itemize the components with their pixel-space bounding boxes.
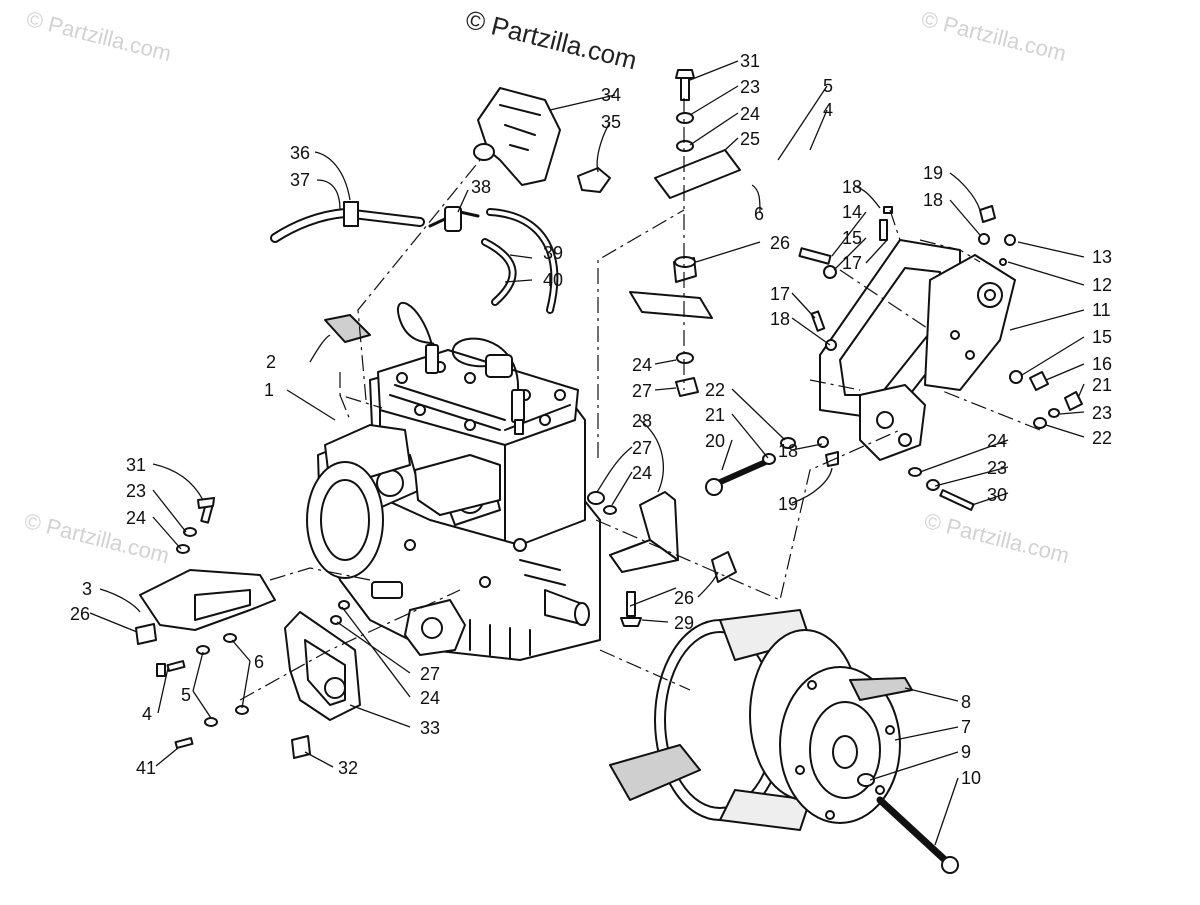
callout-19-lower: 19 [778,494,799,514]
callout-24: 24 [740,104,761,124]
reference-lines [239,98,1041,701]
callout-26: 26 [770,233,791,253]
callout-12: 12 [1092,275,1113,295]
callout-5-left: 5 [181,685,192,705]
callout-4: 4 [823,100,834,120]
hoses [270,201,559,314]
callout-15-right: 15 [1092,327,1113,347]
callout-17: 17 [842,253,863,273]
right-mount-plates [705,205,1083,511]
callout-5: 5 [823,76,834,96]
left-mounts [135,497,361,759]
callout-24-mid-lower: 24 [632,463,653,483]
callout-22: 22 [705,380,726,400]
callout-18-left: 18 [770,309,791,329]
callout-23-left: 23 [126,481,147,501]
callout-8: 8 [961,692,972,712]
callout-17-left: 17 [770,284,791,304]
callout-31-left: 31 [126,455,147,475]
callout-4-left: 4 [142,704,153,724]
callout-27: 27 [632,381,653,401]
callout-41: 41 [136,758,157,778]
mid-bracket [587,491,737,627]
exhaust-bracket [473,87,611,193]
callout-33: 33 [420,718,441,738]
leader-lines [89,60,1085,846]
callout-23-lower: 23 [987,458,1008,478]
callout-14: 14 [842,202,863,222]
callout-11: 11 [1092,300,1111,320]
top-center-mount [629,69,741,397]
callout-6-left: 6 [254,652,265,672]
callout-21: 21 [705,405,726,425]
callout-1: 1 [264,380,275,400]
callout-23-right: 23 [1092,403,1113,423]
callout-21-right: 21 [1092,375,1113,395]
callout-39: 39 [543,243,564,263]
callout-16: 16 [1092,354,1113,374]
callout-38: 38 [471,177,492,197]
callout-6: 6 [754,204,765,224]
callout-7: 7 [961,717,972,737]
callout-27-bottom: 27 [420,664,441,684]
callout-19: 19 [923,163,944,183]
callout-34: 34 [601,85,622,105]
callout-28: 28 [632,411,653,431]
callout-22-right: 22 [1092,428,1113,448]
callout-24-right: 24 [987,431,1008,451]
callout-24-left: 24 [126,508,147,528]
callout-9: 9 [961,742,972,762]
callout-2: 2 [266,352,277,372]
callout-31: 31 [740,51,761,71]
callout-18-lower: 18 [778,441,799,461]
callout-29: 29 [674,613,695,633]
callout-24-mid: 24 [632,355,653,375]
callout-15: 15 [842,228,863,248]
callout-27-mid: 27 [632,438,653,458]
callout-3: 3 [82,579,93,599]
engine-assembly [306,301,601,661]
callout-18-right: 18 [923,190,944,210]
callout-10: 10 [961,768,982,788]
callout-37: 37 [290,170,311,190]
callout-40: 40 [543,270,564,290]
callout-30: 30 [987,485,1008,505]
callout-35: 35 [601,112,622,132]
callout-36: 36 [290,143,311,163]
clutch-and-belt [609,609,959,874]
callout-26-mid: 26 [674,588,695,608]
callout-18: 18 [842,177,863,197]
callout-25: 25 [740,129,761,149]
callout-32: 32 [338,758,359,778]
callout-26-left: 26 [70,604,91,624]
callout-24-bottom: 24 [420,688,441,708]
callout-23: 23 [740,77,761,97]
callout-20: 20 [705,431,726,451]
callout-13: 13 [1092,247,1113,267]
